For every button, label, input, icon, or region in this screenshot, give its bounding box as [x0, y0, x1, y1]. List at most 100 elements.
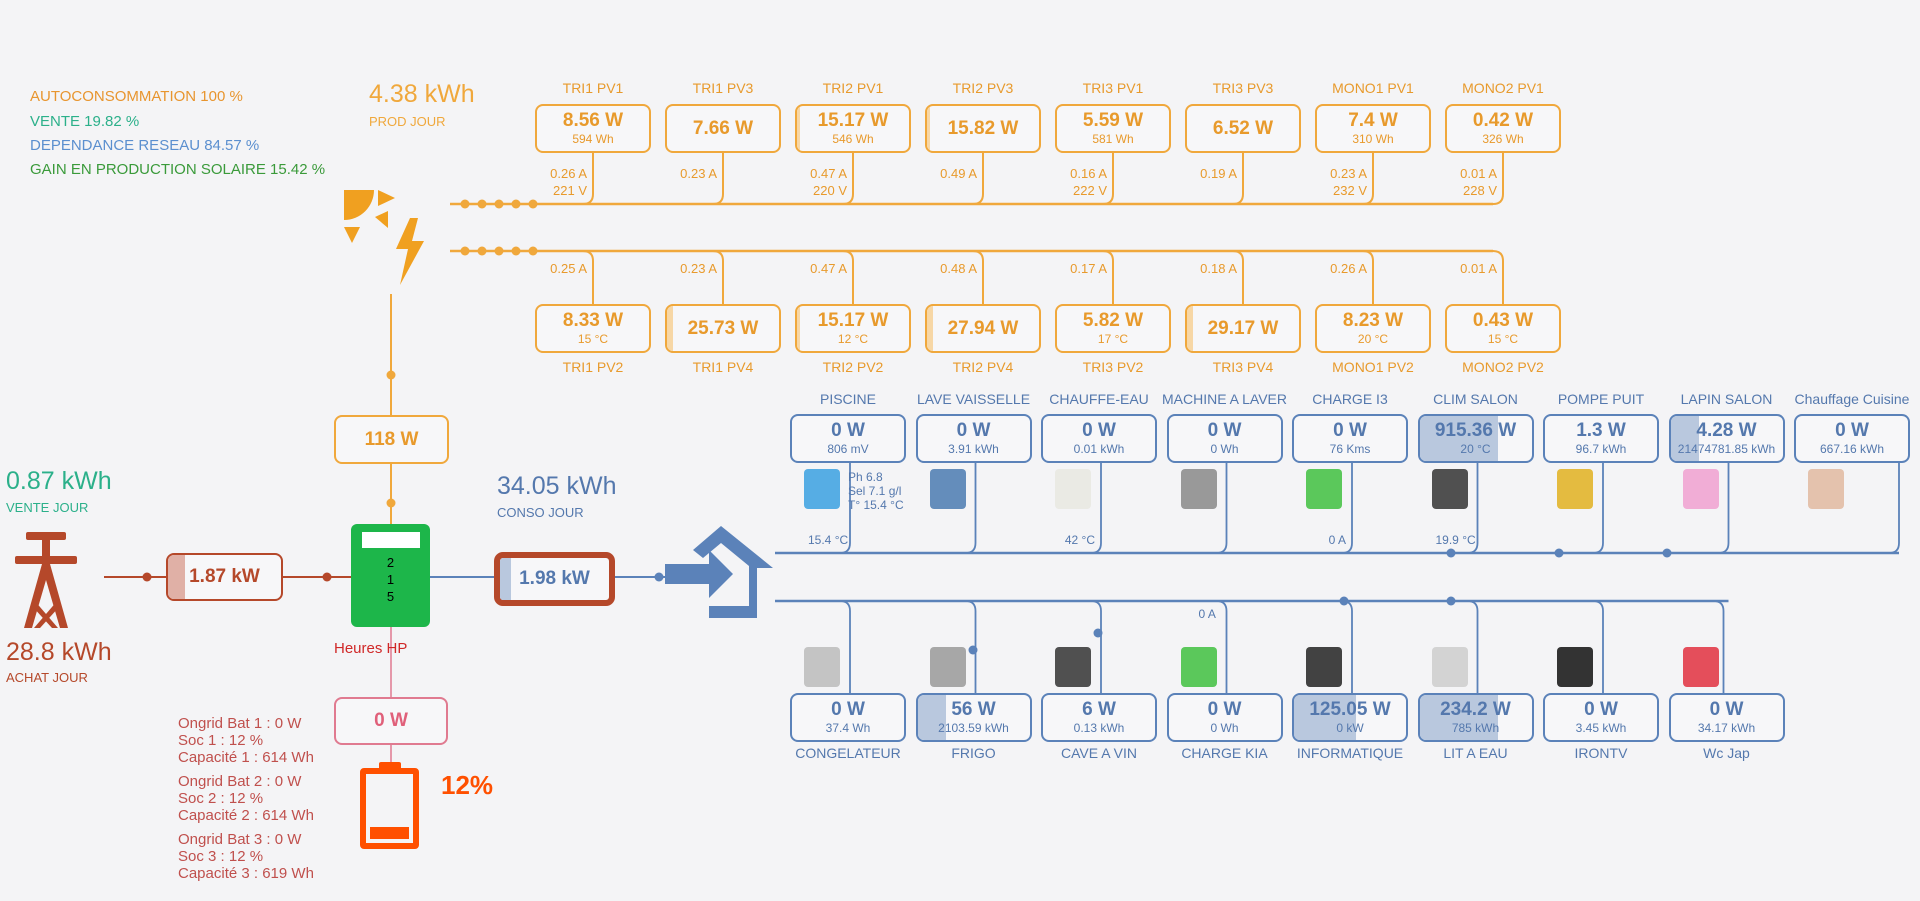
wine-cellar-icon	[1055, 647, 1091, 687]
house-enter-icon[interactable]	[665, 524, 777, 620]
pv-panel-box[interactable]: 6.52 W	[1185, 104, 1301, 153]
battery-detail-line: Ongrid Bat 3 : 0 W	[178, 831, 302, 848]
inverter-digit: 5	[386, 589, 395, 604]
appliance-label: Wc Jap	[1703, 745, 1750, 761]
pv-sub-value: 594 Wh	[572, 132, 614, 146]
flow-line	[1492, 250, 1504, 304]
pool-reading: Ph 6.8	[848, 470, 883, 484]
pv-panel-box[interactable]: 25.73 W	[665, 304, 781, 353]
flow-dot	[386, 370, 396, 380]
pv-panel-label: MONO1 PV2	[1332, 359, 1414, 375]
solar-share-marker	[545, 552, 563, 558]
solar-power-value: 118 W	[364, 429, 419, 450]
appliance-label: CONGELATEUR	[795, 745, 901, 761]
inverter-icon[interactable]: 2 1 5	[351, 524, 430, 627]
appliance-top-reading: 0 A	[1198, 607, 1216, 621]
appliance-label: MACHINE A LAVER	[1161, 391, 1287, 407]
pv-electrical-readings: 0.23 A	[657, 260, 717, 277]
inverter-display	[361, 532, 420, 548]
battery-icon[interactable]	[360, 762, 419, 849]
appliance-power-value: 0 W	[1835, 420, 1869, 441]
pv-reading: 0.47 A	[810, 166, 847, 181]
flow-dot	[1662, 548, 1672, 558]
pv-sub-value: 546 Wh	[832, 132, 874, 146]
appliance-sub-value: 3.91 kWh	[948, 442, 999, 456]
flow-dot	[1446, 596, 1456, 606]
pv-reading: 0.16 A	[1070, 166, 1107, 181]
flow-dot	[386, 498, 396, 508]
pv-electrical-readings: 0.25 A	[527, 260, 587, 277]
pv-panel-box[interactable]: 7.66 W	[665, 104, 781, 153]
solar-power-box[interactable]: 118 W	[334, 415, 449, 464]
appliance-power-value: 1.3 W	[1576, 420, 1626, 441]
pv-electrical-readings: 0.48 A	[917, 260, 977, 277]
pv-reading: 0.48 A	[940, 261, 977, 276]
pv-power-value: 29.17 W	[1207, 318, 1279, 339]
appliance-power-value: 0 W	[1584, 699, 1618, 720]
grid-power-box[interactable]: 1.87 kW	[166, 553, 283, 601]
pv-reading: 0.01 A	[1460, 261, 1497, 276]
flow-line	[1232, 250, 1244, 304]
pv-power-value: 8.33 W	[562, 310, 624, 331]
pv-power-fill	[1187, 306, 1193, 351]
flow-dot	[460, 246, 470, 256]
pump-icon	[1557, 469, 1593, 509]
home-power-value: 1.98 kW	[519, 568, 590, 589]
inverter-digit: 2	[386, 555, 395, 570]
appliance-power-value: 0 W	[831, 699, 865, 720]
appliance-sub-value: 0 Wh	[1210, 721, 1239, 735]
home-power-box[interactable]: 1.98 kW	[494, 552, 615, 606]
conso-jour-value: 34.05 kWh	[497, 472, 617, 500]
pv-power-value: 5.82 W	[1082, 310, 1144, 331]
battery-power-box[interactable]: 0 W	[334, 697, 448, 745]
pv-panel-box[interactable]: 29.17 W	[1185, 304, 1301, 353]
pv-sub-value: 326 Wh	[1482, 132, 1524, 146]
power-pylon-icon[interactable]	[12, 530, 82, 630]
solar-icon[interactable]	[340, 185, 450, 290]
pv-panel-box[interactable]: 27.94 W	[925, 304, 1041, 353]
grid-power-value: 1.87 kW	[189, 566, 260, 587]
pv-electrical-readings: 0.26 A	[1307, 260, 1367, 277]
pv-panel-label: TRI3 PV4	[1212, 359, 1274, 375]
appliance-label: CHAUFFE-EAU	[1049, 391, 1149, 407]
pv-reading: 0.19 A	[1200, 166, 1237, 181]
pv-power-value: 15.17 W	[817, 310, 889, 331]
pv-panel-box[interactable]: 15.82 W	[925, 104, 1041, 153]
flow-dot	[1093, 628, 1103, 638]
pv-power-value: 27.94 W	[947, 318, 1019, 339]
appliance-power-value: 0 W	[831, 420, 865, 441]
pv-reading: 0.47 A	[810, 261, 847, 276]
appliance-label: INFORMATIQUE	[1296, 745, 1404, 761]
computer-icon	[1306, 647, 1342, 687]
